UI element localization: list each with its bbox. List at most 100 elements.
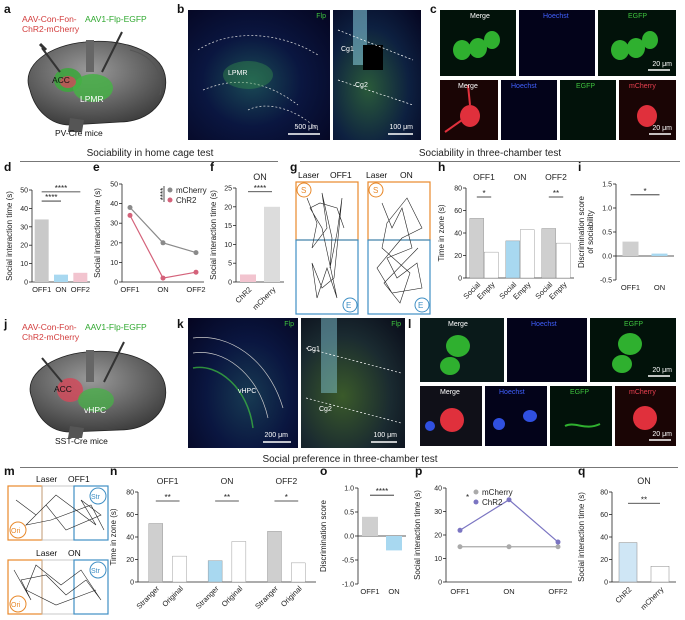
chart-p-legend-marker (473, 499, 479, 505)
chart-q-ytick-label: 80 (600, 490, 608, 497)
chart-f-ytick-label: 20 (224, 204, 232, 211)
merge-label-l2: Merge (440, 389, 460, 396)
chart-e-xlabel: OFF1 (120, 285, 139, 294)
chart-h-bar (541, 228, 557, 279)
s-label-g2: S (373, 186, 378, 195)
mice-label-j: SST-Cre mice (55, 436, 108, 446)
chart-f-ytick-label: 10 (224, 242, 232, 249)
stranger-chamber-m2 (73, 559, 109, 615)
chart-p-ytick-label: 30 (434, 509, 442, 516)
chart-q-ytick-label: 20 (600, 557, 608, 564)
brain-schematic-a (27, 31, 167, 132)
scale-label-k2: 100 μm (373, 432, 398, 439)
chart-e-point (160, 240, 166, 246)
ori-label-m2: Ori (11, 602, 21, 609)
chart-p-point (457, 527, 463, 533)
scale-label-b1: 500 μm (294, 124, 319, 131)
chart-n-bar (172, 555, 187, 583)
chart-n-ytick-label: 80 (126, 490, 134, 497)
on-label-g: ON (400, 170, 413, 180)
chart-h-group-title: ON (514, 172, 527, 182)
region-label-acc-j: ACC (54, 384, 72, 394)
chart-o-ytick-label: 0.0 (344, 534, 354, 541)
empty-chamber-g2 (367, 239, 431, 315)
cg2-label-b: Cg2 (355, 82, 368, 89)
scale-label-k1: 200 μm (264, 432, 289, 439)
region-label-lpmr-a: LPMR (80, 94, 104, 104)
chart-d-ytick-label: 40 (20, 206, 28, 213)
chart-p-xlabel: ON (503, 587, 514, 596)
cg1-label-k: Cg1 (307, 346, 320, 353)
chart-n-xlabel: Original (220, 584, 245, 609)
chart-d-ytick-label: 0 (24, 280, 28, 287)
ori-label-m1: Ori (11, 528, 21, 535)
chart-h-ylabel: Time in zone (s) (437, 204, 446, 261)
chart-e-point (193, 250, 199, 256)
chart-h-bar (505, 240, 521, 279)
chart-q-xlabel: ChR2 (613, 585, 633, 605)
micrograph-l-merge2: Merge (420, 386, 482, 446)
flp-label-b: Flp (316, 13, 326, 20)
panel-letter-f: f (210, 160, 214, 174)
chart-e-point (193, 269, 199, 275)
chart-o-ytick-label: -0.5 (342, 558, 354, 565)
chart-h-group-title: OFF1 (473, 172, 495, 182)
micrograph-c-hoechst: Hoechst (519, 10, 595, 76)
str-label-m2: Str (91, 568, 101, 575)
panel-letter-b: b (177, 2, 185, 16)
micrograph-l-egfp2: EGFP (550, 386, 612, 446)
on-label-m: ON (68, 548, 81, 558)
region-label-acc-a: ACC (52, 75, 70, 85)
stranger-chamber-m1 (73, 485, 109, 541)
virus-label-chr2-j: AAV-Con-Fon- ChR2-mCherry (22, 322, 80, 342)
chart-n-ytick-label: 60 (126, 512, 134, 519)
chart-d-bar (34, 219, 49, 282)
chart-i-ytick-label: -0.5 (600, 278, 612, 285)
hoechst-label-l1: Hoechst (531, 321, 557, 328)
chart-o-ylabel: Discrimination score (319, 499, 328, 572)
chart-h-sig-label: ** (553, 189, 559, 198)
chart-p-series-line (459, 499, 559, 543)
chart-p-xlabel: OFF2 (548, 587, 567, 596)
chart-q-bar (650, 566, 670, 583)
micrograph-c-merge2: Merge (440, 80, 498, 140)
trace-path-g1 (306, 192, 345, 299)
chart-q-ytick-label: 40 (600, 535, 608, 542)
header-three-chamber: Sociability in three-chamber test (418, 148, 562, 159)
micrograph-l-hoechst2: Hoechst (485, 386, 547, 446)
cg2-label-k: Cg2 (319, 406, 332, 413)
chart-f-bar (240, 274, 256, 282)
chart-n-group-title: OFF1 (157, 476, 179, 486)
chart-e-point (160, 275, 166, 281)
chart-e-point (127, 212, 133, 218)
chart-i-ylabel: Discrimination score (577, 195, 586, 268)
chart-i-ytick-label: 1.0 (602, 206, 612, 213)
acc-region-j (57, 378, 83, 402)
chart-e-legend-marker (167, 187, 173, 193)
scale-label-c2: 20 μm (652, 125, 672, 132)
chart-e-ytick-label: 50 (110, 182, 118, 189)
egfp-label-l2: EGFP (570, 389, 590, 396)
chart-q-xlabel: mCherry (639, 585, 666, 612)
chart-o-ytick-label: 0.5 (344, 510, 354, 517)
micrograph-c-merge: Merge (440, 10, 516, 76)
chart-n-xlabel: Stranger (134, 584, 161, 611)
e-label-g2: E (418, 301, 423, 310)
chart-h-ytick-label: 40 (454, 231, 462, 238)
chart-d-ylabel: Social interaction time (s) (5, 191, 14, 281)
micrograph-c-hoechst2: Hoechst (501, 80, 557, 140)
chart-f-xlabel: mCherry (251, 285, 278, 310)
chart-d-xlabel: OFF2 (71, 285, 90, 294)
mcherry-label-l: mCherry (629, 389, 656, 396)
chart-p-point (555, 544, 561, 550)
chart-f-ytick-label: 0 (228, 280, 232, 287)
off1-label-m: OFF1 (68, 474, 90, 484)
chart-d-bar (54, 274, 68, 282)
chart-n-sig-label: ** (224, 493, 230, 502)
chart-p-point (457, 544, 463, 550)
lpmr-label-b: LPMR (228, 70, 248, 77)
